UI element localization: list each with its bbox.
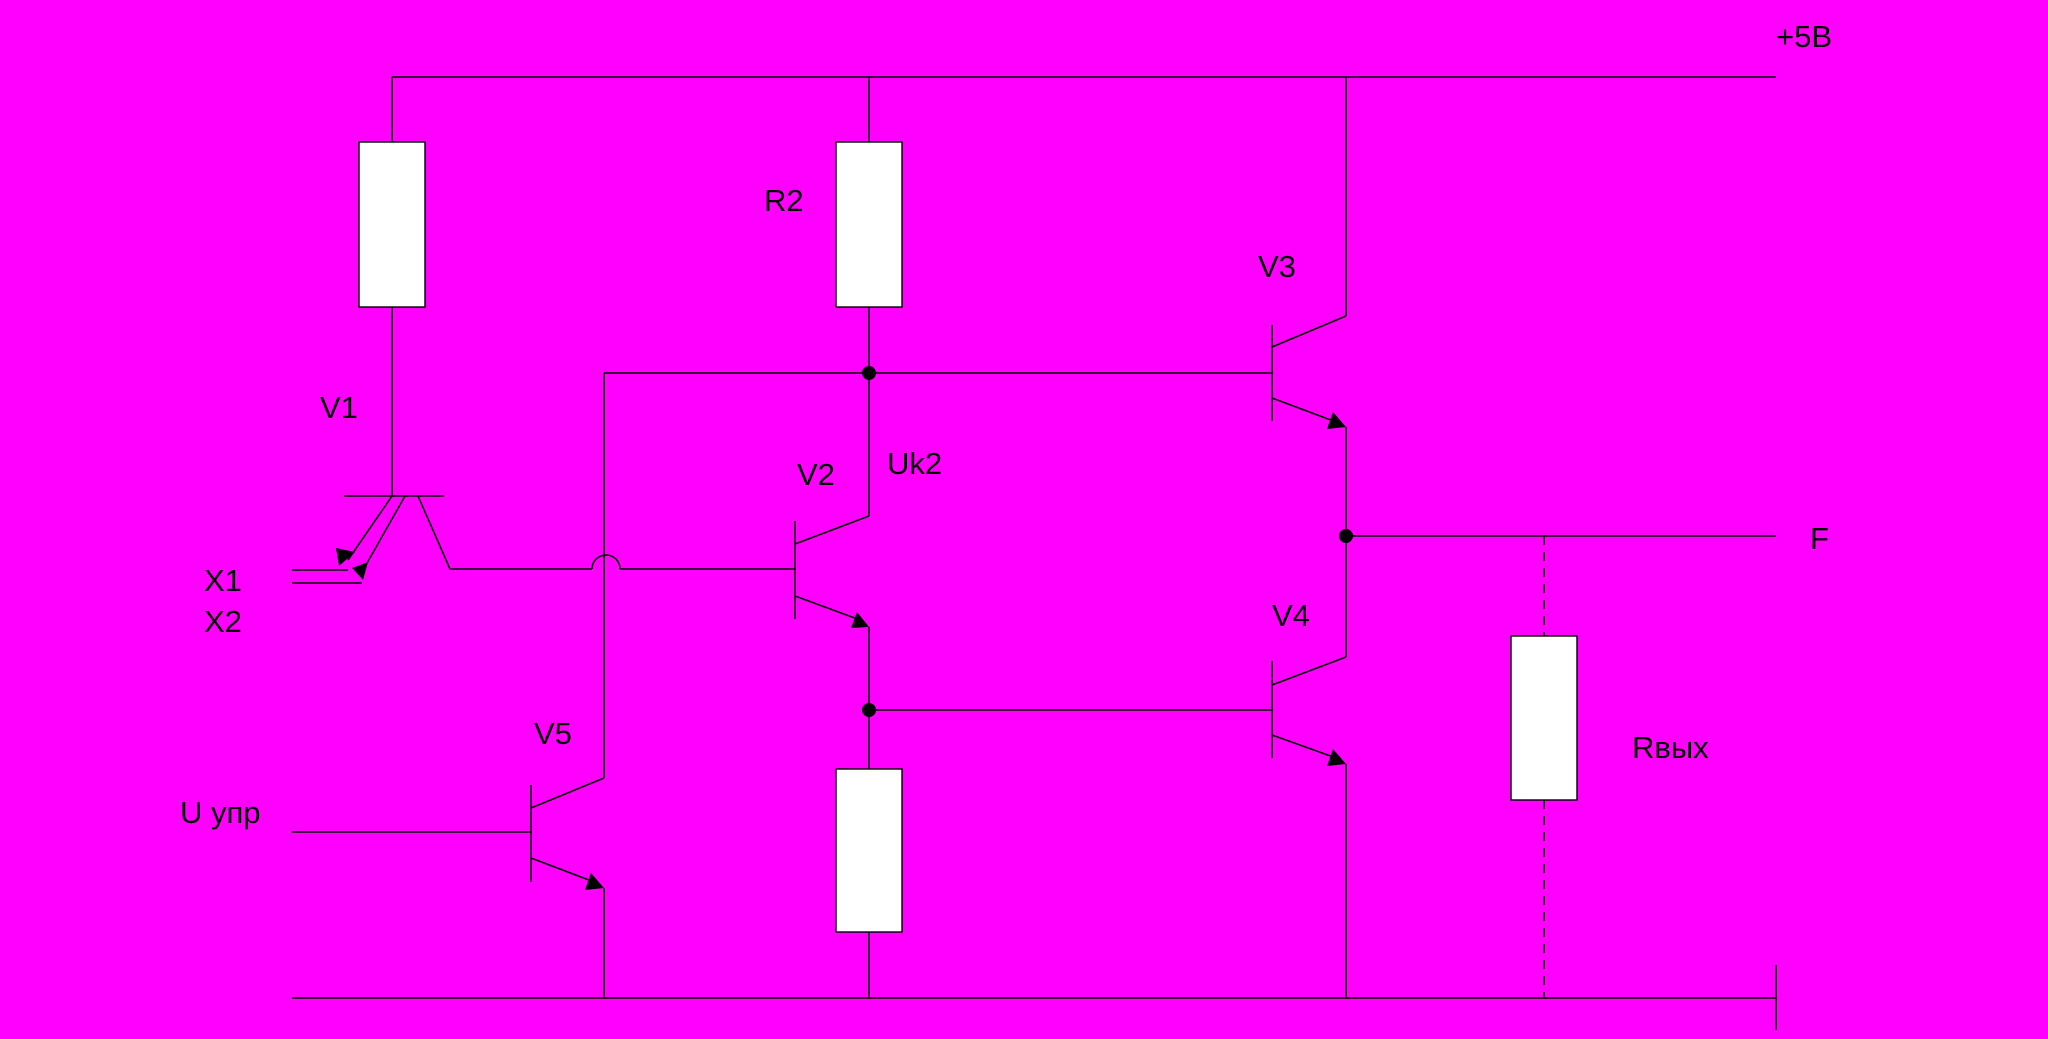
resistor-r2 [835, 141, 903, 373]
transistor-v4 [1271, 656, 1347, 998]
label-v5: V5 [534, 716, 572, 751]
label-supply: +5В [1776, 19, 1832, 54]
node-uk2 [603, 366, 1272, 778]
transistor-v3 [1271, 315, 1347, 536]
node-v2-emitter [862, 703, 1272, 769]
label-uk2: Uk2 [887, 446, 942, 481]
ground-rail [292, 965, 1777, 1030]
label-r-out: Rвых [1632, 730, 1709, 765]
transistor-v1 [292, 495, 496, 584]
label-v2: V2 [797, 457, 835, 492]
label-u-control: U упр [180, 795, 261, 830]
v1-to-v2-base-wire [496, 554, 795, 570]
resistor-rout [1510, 536, 1578, 998]
label-v4: V4 [1272, 598, 1310, 633]
transistor-v2 [794, 515, 870, 710]
label-v1: V1 [320, 390, 358, 425]
output-node [1339, 529, 1776, 657]
resistor-r3 [835, 768, 903, 998]
supply-rail [391, 76, 1776, 316]
label-x2: X2 [204, 604, 242, 639]
label-x1: X1 [204, 563, 242, 598]
label-v3: V3 [1258, 249, 1296, 284]
transistor-v5 [292, 777, 605, 998]
label-r2: R2 [764, 183, 804, 218]
resistor-r1 [358, 141, 426, 496]
label-output: F [1810, 521, 1829, 556]
